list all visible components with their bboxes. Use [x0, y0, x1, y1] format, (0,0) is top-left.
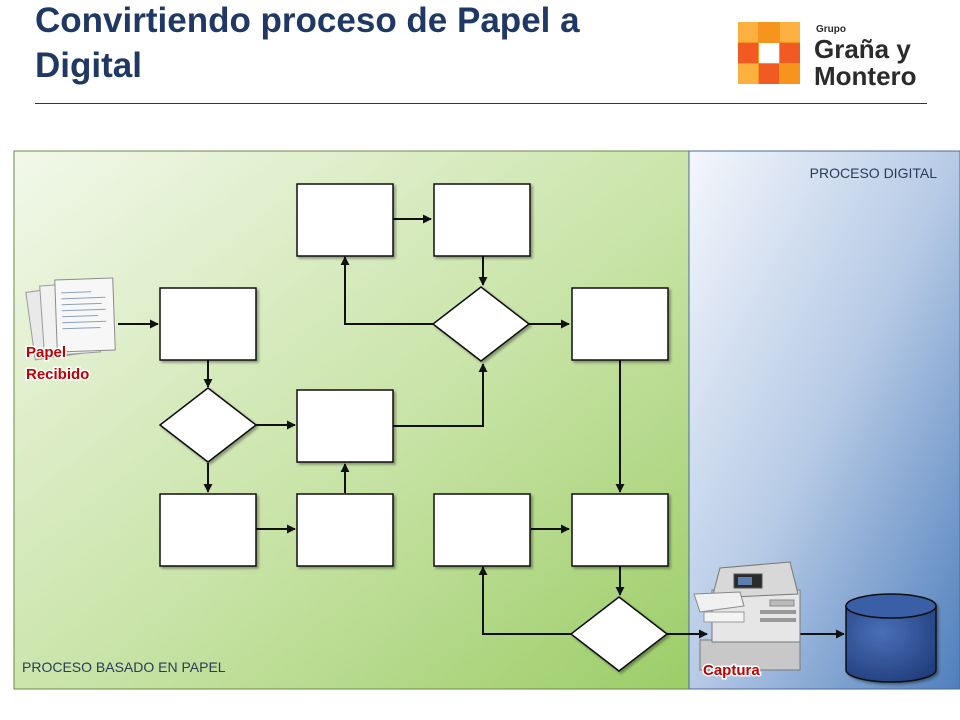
decision-diamond [569, 596, 669, 672]
decision-diamond [431, 286, 531, 362]
scanner-copier-icon [693, 561, 801, 671]
process-steps [159, 183, 669, 567]
logo-name-line2: Montero [814, 61, 917, 91]
logo-name-line1: Graña y [814, 34, 911, 64]
connectors [118, 214, 845, 639]
digital-zone-label: PROCESO DIGITAL [810, 165, 938, 181]
paper-received-label-line2: Recibido [26, 366, 89, 383]
capture-label: Captura [703, 662, 760, 679]
logo-mark-icon [738, 22, 800, 84]
decision-steps [158, 286, 669, 672]
process-box [433, 183, 531, 257]
process-box [296, 183, 394, 257]
process-box [433, 493, 531, 567]
slide-title: Convirtiendo proceso de Papel a Digital [35, 1, 580, 85]
process-box [296, 493, 394, 567]
company-logo: Grupo Graña y Montero [738, 22, 938, 92]
process-box [571, 493, 669, 567]
decision-diamond [158, 387, 258, 463]
process-box [571, 287, 669, 361]
process-box [296, 389, 394, 463]
process-box [159, 493, 257, 567]
arrow-decision2-left-up [340, 256, 433, 325]
process-box [159, 287, 257, 361]
paper-received-label-line1: Papel [26, 344, 66, 361]
paper-zone-label: PROCESO BASADO EN PAPEL [22, 659, 226, 675]
paper-stack-icon [25, 277, 116, 361]
arrow-to-decision2 [393, 363, 488, 427]
logo-group-label: Grupo [816, 24, 846, 35]
arrow-decision3-left-up [478, 566, 573, 635]
database-cylinder-icon [845, 593, 937, 683]
title-underline [35, 103, 927, 104]
